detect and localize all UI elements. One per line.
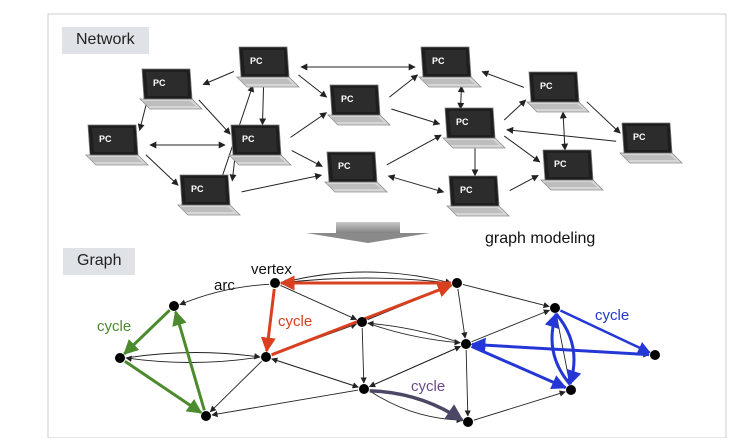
pc-label: PC	[554, 159, 567, 169]
pc-label: PC	[633, 132, 646, 142]
graph-arc	[368, 323, 460, 343]
network-computers: PC PC PC PC PC PC PC PC PC PC PC PC PC	[86, 47, 682, 216]
pc-label: PC	[540, 81, 553, 91]
graph-arc	[281, 272, 451, 283]
pc-label: PC	[338, 161, 351, 171]
cycle-arc-green	[125, 361, 201, 412]
graph-arc	[458, 289, 465, 338]
network-connection	[507, 130, 616, 142]
pc-label: PC	[432, 56, 445, 66]
laptop-icon: PC	[178, 175, 240, 215]
network-connection	[242, 175, 322, 192]
graph-vertex	[461, 339, 471, 349]
pc-label: PC	[191, 184, 204, 194]
graph-arc	[466, 350, 468, 416]
laptop-icon: PC	[328, 85, 390, 125]
pc-label: PC	[99, 134, 112, 144]
network-connection	[391, 109, 439, 124]
graph-vertex	[357, 317, 367, 327]
cycle-label-red: cycle	[278, 313, 312, 330]
network-connection	[461, 86, 462, 109]
graph-vertex	[452, 278, 462, 288]
graph-arc	[210, 361, 261, 412]
network-connection	[262, 87, 263, 124]
pc-label: PC	[250, 56, 263, 66]
graph-vertex	[550, 303, 560, 313]
graph-cycles	[124, 283, 649, 420]
graph-arc	[370, 391, 463, 420]
graph-vertex	[566, 385, 576, 395]
graph-modeling-label: graph modeling	[485, 230, 595, 247]
network-connection	[504, 100, 525, 120]
graph-arc	[472, 310, 550, 342]
cycle-label-green: cycle	[97, 318, 131, 335]
graph-vertex	[261, 352, 271, 362]
laptop-icon: PC	[229, 125, 291, 165]
network-connection	[482, 72, 524, 88]
network-section-label: Network	[62, 27, 149, 54]
graph-vertex	[270, 278, 280, 288]
cycle-arc-green	[176, 312, 205, 410]
laptop-icon: PC	[325, 152, 387, 192]
laptop-icon: PC	[447, 176, 509, 216]
pc-label: PC	[242, 134, 255, 144]
laptop-icon: PC	[86, 125, 148, 165]
pc-label: PC	[456, 117, 469, 127]
pc-label: PC	[460, 185, 473, 195]
graph-vertex	[169, 301, 179, 311]
network-connection	[146, 155, 178, 186]
graph-vertex	[650, 350, 660, 360]
pc-label: PC	[153, 78, 166, 88]
arc-label: arc	[214, 277, 235, 294]
laptop-icon: PC	[541, 150, 603, 190]
cycle-arc-blue	[471, 346, 565, 387]
graph-arc	[368, 323, 460, 343]
graph-vertex	[359, 384, 369, 394]
graph-section-label: Graph	[63, 248, 135, 275]
network-connection	[140, 104, 147, 131]
graph-arcs	[124, 272, 649, 420]
graph-arc	[362, 328, 364, 383]
graph-arc	[126, 357, 260, 362]
network-connection	[587, 102, 620, 133]
graph-arc	[474, 392, 566, 420]
graph-arc	[463, 284, 549, 306]
graph-vertex	[115, 353, 125, 363]
laptop-icon: PC	[140, 69, 202, 109]
cycle-arc-blue	[472, 344, 649, 354]
graph-modeling-arrow	[306, 222, 430, 243]
network-connection	[298, 75, 326, 97]
network-connection	[389, 75, 417, 97]
network-connection	[203, 72, 234, 85]
laptop-icon: PC	[527, 72, 589, 112]
laptop-icon: PC	[443, 108, 505, 148]
network-connection	[199, 100, 230, 134]
laptop-icon: PC	[419, 47, 481, 87]
graph-arc	[212, 390, 358, 415]
graph-arc	[272, 359, 359, 387]
network-connection	[563, 112, 565, 150]
network-connection	[504, 136, 539, 162]
cycle-arc-purple	[370, 391, 463, 420]
network-connection	[388, 176, 443, 192]
vertex-label: vertex	[251, 261, 292, 278]
graph-vertex	[463, 417, 473, 427]
pc-label: PC	[341, 94, 354, 104]
cycle-arc-red	[267, 289, 275, 351]
laptop-icon: PC	[237, 47, 299, 87]
network-connection	[292, 151, 323, 167]
graph-labels: arc vertex cycle cycle cycle cycle	[97, 261, 629, 395]
network-connection	[291, 113, 327, 138]
cycle-label-blue: cycle	[595, 307, 629, 324]
network-connection	[510, 175, 538, 190]
network-connection	[232, 159, 234, 180]
graph-arc	[126, 352, 260, 357]
laptop-icon: PC	[620, 123, 682, 163]
cycle-label-purple: cycle	[411, 378, 445, 395]
network-connection	[387, 135, 441, 165]
graph-vertex	[201, 411, 211, 421]
